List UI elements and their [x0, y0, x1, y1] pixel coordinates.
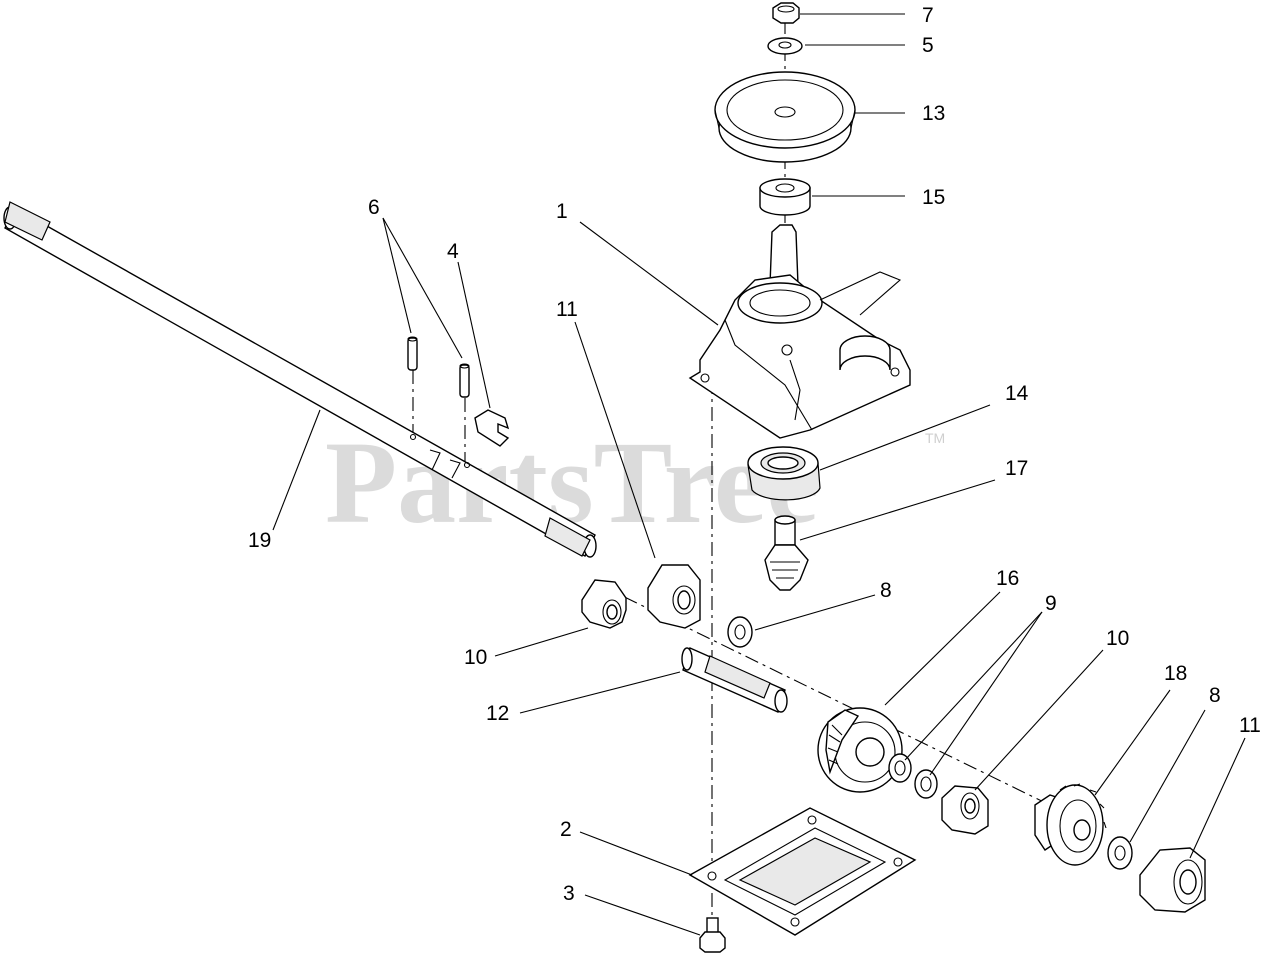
part-16-bevel-gear: [817, 707, 903, 793]
callout-10-right: 10: [1106, 627, 1129, 650]
callout-1: 1: [556, 200, 568, 223]
callout-15: 15: [922, 186, 945, 209]
callout-9: 9: [1045, 592, 1057, 615]
part-15-bushing: [759, 178, 811, 216]
part-6-roll-pins: [407, 336, 470, 398]
callout-16: 16: [996, 567, 1019, 590]
callout-2: 2: [560, 818, 572, 841]
part-3-bolt: [699, 917, 726, 953]
part-11-lower-bushing: [1139, 847, 1206, 913]
callout-11-upper: 11: [556, 298, 578, 321]
part-9-washers: [888, 753, 938, 799]
callout-13: 13: [922, 102, 945, 125]
part-19-axle: [3, 201, 597, 558]
callout-11-lower: 11: [1239, 714, 1261, 737]
part-13-pulley: [714, 71, 856, 163]
part-8-washer-lower: [1107, 836, 1133, 870]
callout-8-upper: 8: [880, 579, 892, 602]
part-4-retaining-clip: [474, 409, 510, 447]
callout-17: 17: [1005, 457, 1028, 480]
part-5-washer: [767, 37, 803, 55]
part-7-nut: [772, 2, 800, 24]
callout-8-lower: 8: [1209, 684, 1221, 707]
watermark-trademark: TM: [925, 430, 945, 446]
callout-3: 3: [563, 882, 575, 905]
leader-lines: [272, 13, 1246, 936]
part-1-gear-housing: [688, 224, 911, 439]
part-18-spur-gear: [1034, 783, 1107, 866]
part-10-right-bushing: [941, 785, 989, 835]
callout-19: 19: [248, 529, 271, 552]
part-8-washer-upper: [727, 616, 753, 648]
part-17-pinion-shaft: [764, 515, 809, 591]
part-10-left-bushing: [581, 579, 627, 629]
part-14-bearing: [747, 446, 821, 501]
part-2-cover-plate: [688, 807, 917, 936]
callout-12: 12: [486, 702, 509, 725]
callout-10-left: 10: [464, 646, 487, 669]
callout-5: 5: [922, 34, 934, 57]
callout-18: 18: [1164, 662, 1187, 685]
part-12-shaft: [681, 647, 788, 713]
callout-6: 6: [368, 196, 380, 219]
callout-4: 4: [447, 240, 459, 263]
callout-7: 7: [922, 4, 934, 27]
callout-14: 14: [1005, 382, 1029, 405]
part-11-upper-bushing: [647, 564, 701, 629]
